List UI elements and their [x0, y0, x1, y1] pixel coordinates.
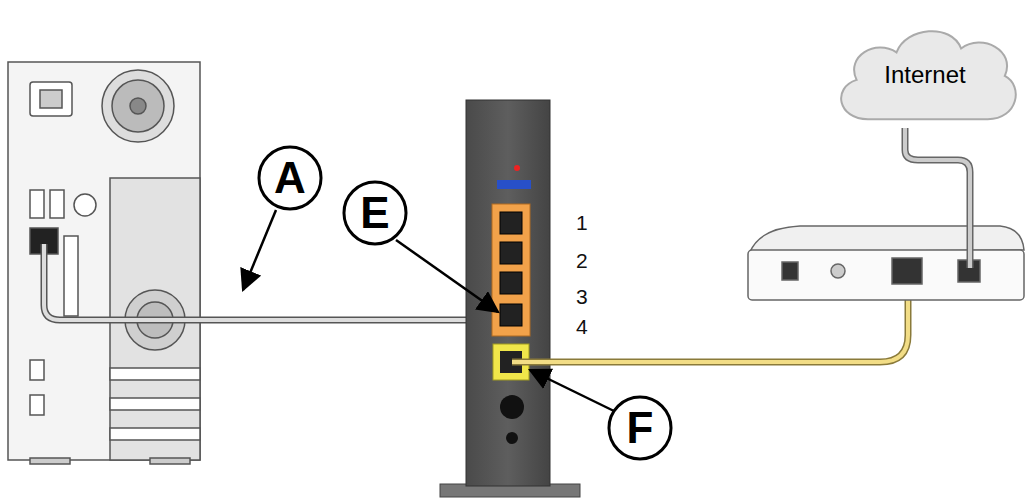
- callout-letter: F: [627, 406, 654, 450]
- port-number: 1: [576, 212, 588, 233]
- leader-arrow: [243, 210, 616, 412]
- cloud-label: Internet: [884, 63, 965, 87]
- modem: [748, 226, 1024, 300]
- ethernet-cable: [44, 244, 512, 320]
- cloud-outline: [841, 31, 1016, 119]
- internet-line: [905, 128, 970, 268]
- callout-circle: A: [257, 145, 323, 211]
- callout-letter: E: [360, 191, 389, 235]
- port-number: 4: [576, 316, 588, 337]
- callout-ring: [344, 182, 406, 244]
- callout-circle: F: [607, 395, 673, 461]
- port-number: 3: [576, 286, 588, 307]
- callout-letter: A: [274, 156, 306, 200]
- callout-circle: E: [342, 180, 408, 246]
- callout-ring: [259, 147, 321, 209]
- port-number: 2: [576, 250, 588, 271]
- computer-tower: [8, 62, 200, 464]
- cloud-node: Internet: [830, 21, 1020, 129]
- callout-ring: [609, 397, 671, 459]
- router: [440, 100, 580, 497]
